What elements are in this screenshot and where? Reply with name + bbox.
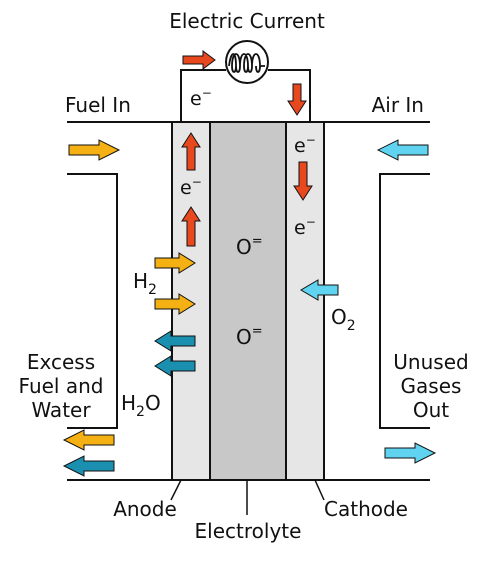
fuel-in-label: Fuel In	[65, 93, 131, 117]
electron-arrow-cathode	[293, 161, 313, 201]
oxygen-label: O2	[331, 305, 356, 334]
electric-current-label: Electric Current	[169, 9, 325, 33]
electron-arrow-circuit-down	[287, 83, 307, 116]
excess-fuel-arrow	[62, 429, 115, 451]
cathode-leader	[314, 479, 325, 501]
oxide-ion-label-upper: O=	[236, 234, 263, 259]
air-in-label: Air In	[372, 93, 424, 117]
water-label: H2O	[121, 391, 161, 420]
electron-label-cathode-lower: e−	[294, 215, 316, 239]
electrolyte-layer	[209, 121, 287, 481]
hydrogen-arrow-upper	[154, 252, 196, 274]
unused-gases-label-line1: Unused	[393, 350, 468, 374]
electron-label-circuit: e−	[190, 86, 212, 110]
fuel-in-arrow	[68, 139, 121, 161]
water-arrow-upper	[154, 330, 196, 352]
resistor-coil-icon	[225, 40, 269, 84]
unused-gas-arrow	[384, 442, 437, 464]
excess-fuel-water-label-line1: Excess	[27, 350, 95, 374]
oxide-ion-label-lower: O=	[236, 324, 263, 349]
air-in-arrow	[376, 139, 429, 161]
hydrogen-arrow-lower	[154, 293, 196, 315]
electrolyte-label: Electrolyte	[195, 519, 302, 543]
air-channel-baffle	[379, 173, 430, 429]
electron-arrow-anode-upper	[181, 132, 201, 171]
oxygen-arrow	[300, 279, 339, 301]
fuel-channel-baffle	[67, 173, 118, 429]
external-circuit-wire	[180, 69, 226, 122]
unused-gases-label-line3: Out	[413, 398, 449, 422]
anode-label: Anode	[113, 497, 177, 521]
electron-arrow-anode-lower	[181, 206, 201, 247]
excess-fuel-water-label-line2: Fuel and	[19, 374, 104, 398]
hydrogen-label: H2	[133, 269, 157, 298]
excess-water-arrow	[62, 455, 115, 477]
anode-leader	[170, 479, 182, 501]
water-arrow-lower	[154, 355, 196, 377]
external-circuit-wire-right	[268, 69, 311, 122]
electron-label-cathode-upper: e−	[294, 133, 316, 157]
unused-gases-label-line2: Gases	[401, 374, 462, 398]
cathode-label: Cathode	[324, 497, 408, 521]
excess-fuel-water-label-line3: Water	[31, 398, 91, 422]
electron-arrow-circuit	[182, 50, 216, 70]
electron-label-anode: e−	[180, 175, 202, 199]
